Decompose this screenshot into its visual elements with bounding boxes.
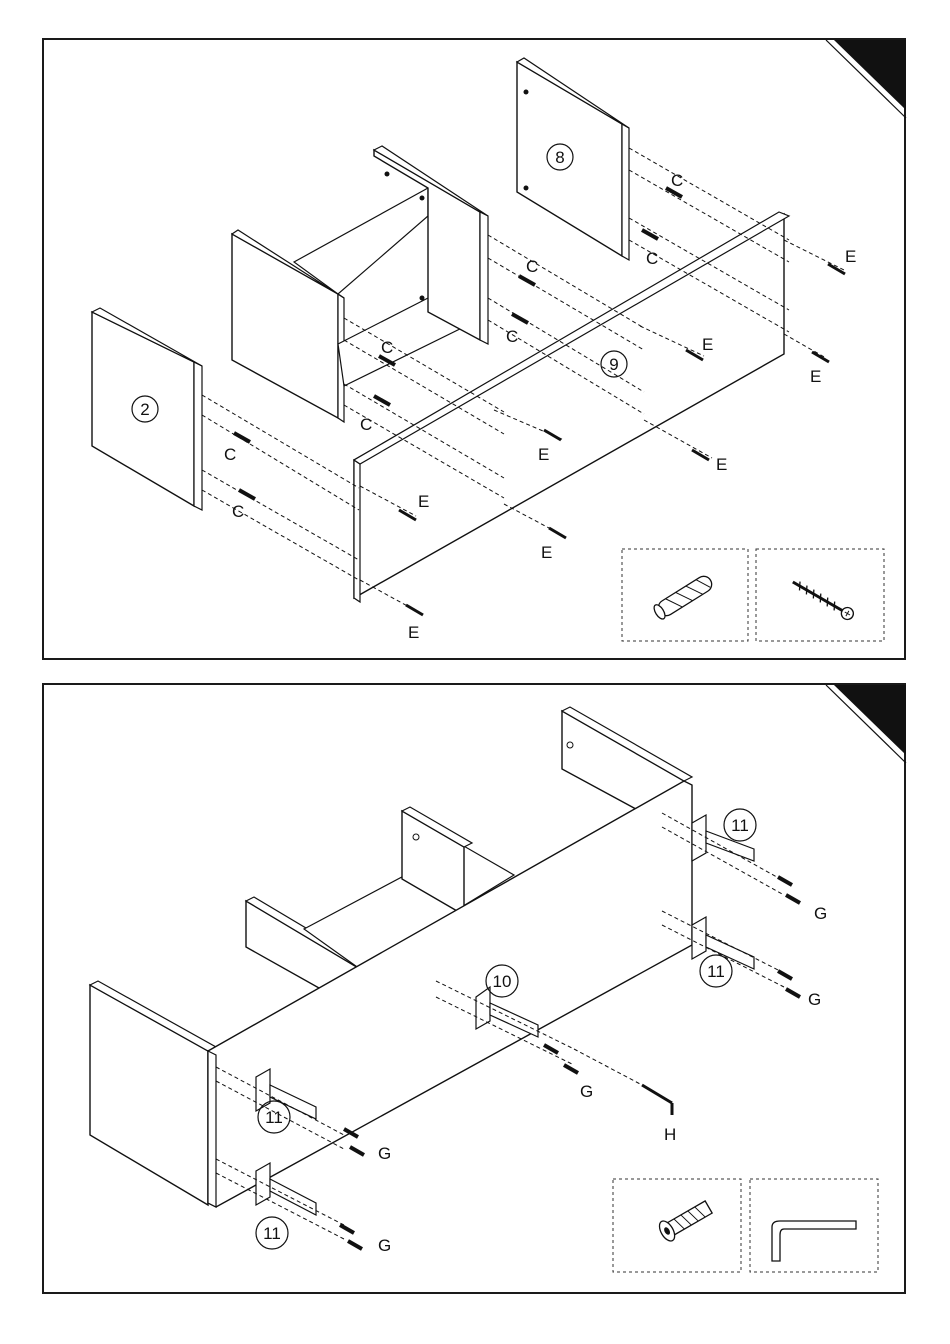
hex-key: H [642,1085,676,1144]
screw-icon [790,577,856,622]
bracket-11-left-lower: 11 [256,1163,316,1249]
hardware-box-hex-key [750,1179,878,1272]
label-e: E [538,445,549,464]
part-label-10: 10 [493,972,512,991]
left-side-panel [90,981,216,1205]
part-label-11: 11 [707,962,725,981]
label-c: C [526,257,538,276]
part-label-8: 8 [555,148,564,167]
label-e: E [541,543,552,562]
label-e: E [408,623,419,642]
part-label-2: 2 [140,400,149,419]
hardware-box-bolt [613,1179,741,1272]
label-e: E [810,367,821,386]
label-g: G [378,1144,391,1163]
hex-key-icon [772,1221,856,1261]
label-e: E [702,335,713,354]
label-c: C [506,327,518,346]
top-step-diagram: 2 8 9 [44,40,908,662]
corner-marker [834,685,906,755]
part-label-11: 11 [731,816,749,835]
panel-9: 9 [354,212,789,602]
label-h: H [664,1125,676,1144]
panel-2: 2 [92,308,202,510]
part-label-11: 11 [263,1224,281,1243]
label-g: G [580,1082,593,1101]
label-e: E [716,455,727,474]
panel-8: 8 [517,58,629,260]
label-c: C [671,171,683,190]
label-c: C [360,415,372,434]
bottom-step-diagram: 10 11 11 11 11 [44,685,908,1296]
corner-marker [834,40,906,110]
label-e: E [418,492,429,511]
label-c: C [224,445,236,464]
part-label-9: 9 [609,355,618,374]
bolt-icon [656,1197,714,1243]
label-g: G [378,1236,391,1255]
part-label-11: 11 [265,1108,283,1127]
label-g: G [814,904,827,923]
label-e: E [845,247,856,266]
dowel-icon [652,573,715,620]
hardware-box-dowel [622,549,748,641]
bracket-11-right-lower: 11 [692,917,754,987]
hardware-box-screw [756,549,884,641]
label-c: C [232,502,244,521]
label-c: C [381,338,393,357]
label-c: C [646,249,658,268]
label-g: G [808,990,821,1009]
assembly-step-bottom: 10 11 11 11 11 [42,683,906,1294]
assembly-step-top: 2 8 9 [42,38,906,660]
